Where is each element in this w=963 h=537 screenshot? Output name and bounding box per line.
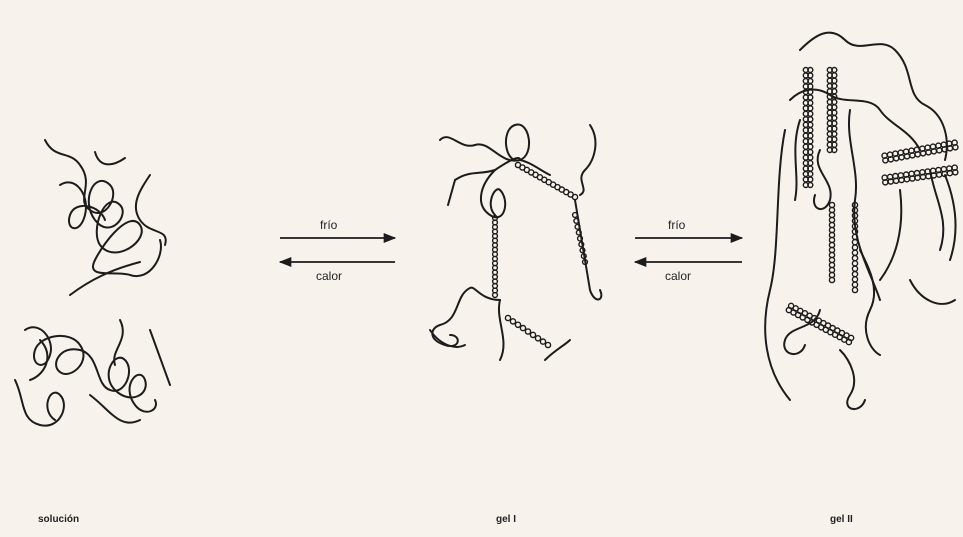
helix-segment — [515, 162, 577, 199]
junction-zones-gel-1 — [493, 162, 588, 347]
cooling-label-2: frío — [668, 218, 686, 232]
helix-segment — [829, 202, 834, 282]
heating-label-2: calor — [665, 269, 691, 283]
equilibrium-arrows-1 — [280, 238, 395, 262]
double-helix-segment — [882, 165, 958, 185]
gel-2-label: gel II — [830, 514, 853, 525]
heating-label-1: calor — [316, 269, 342, 283]
helix-segment — [493, 216, 498, 298]
helix-segment — [505, 315, 550, 347]
double-helix-segment — [882, 140, 958, 163]
random-coil-upper — [45, 140, 166, 295]
gel-2-network — [765, 33, 955, 409]
double-helix-segment — [827, 68, 837, 153]
equilibrium-arrows-2 — [635, 238, 742, 262]
cooling-label-1: frío — [320, 218, 338, 232]
gel-1-label: gel I — [496, 514, 516, 525]
double-helix-segment — [803, 68, 813, 188]
solution-label: solución — [38, 514, 79, 525]
random-coil-lower — [15, 320, 170, 426]
